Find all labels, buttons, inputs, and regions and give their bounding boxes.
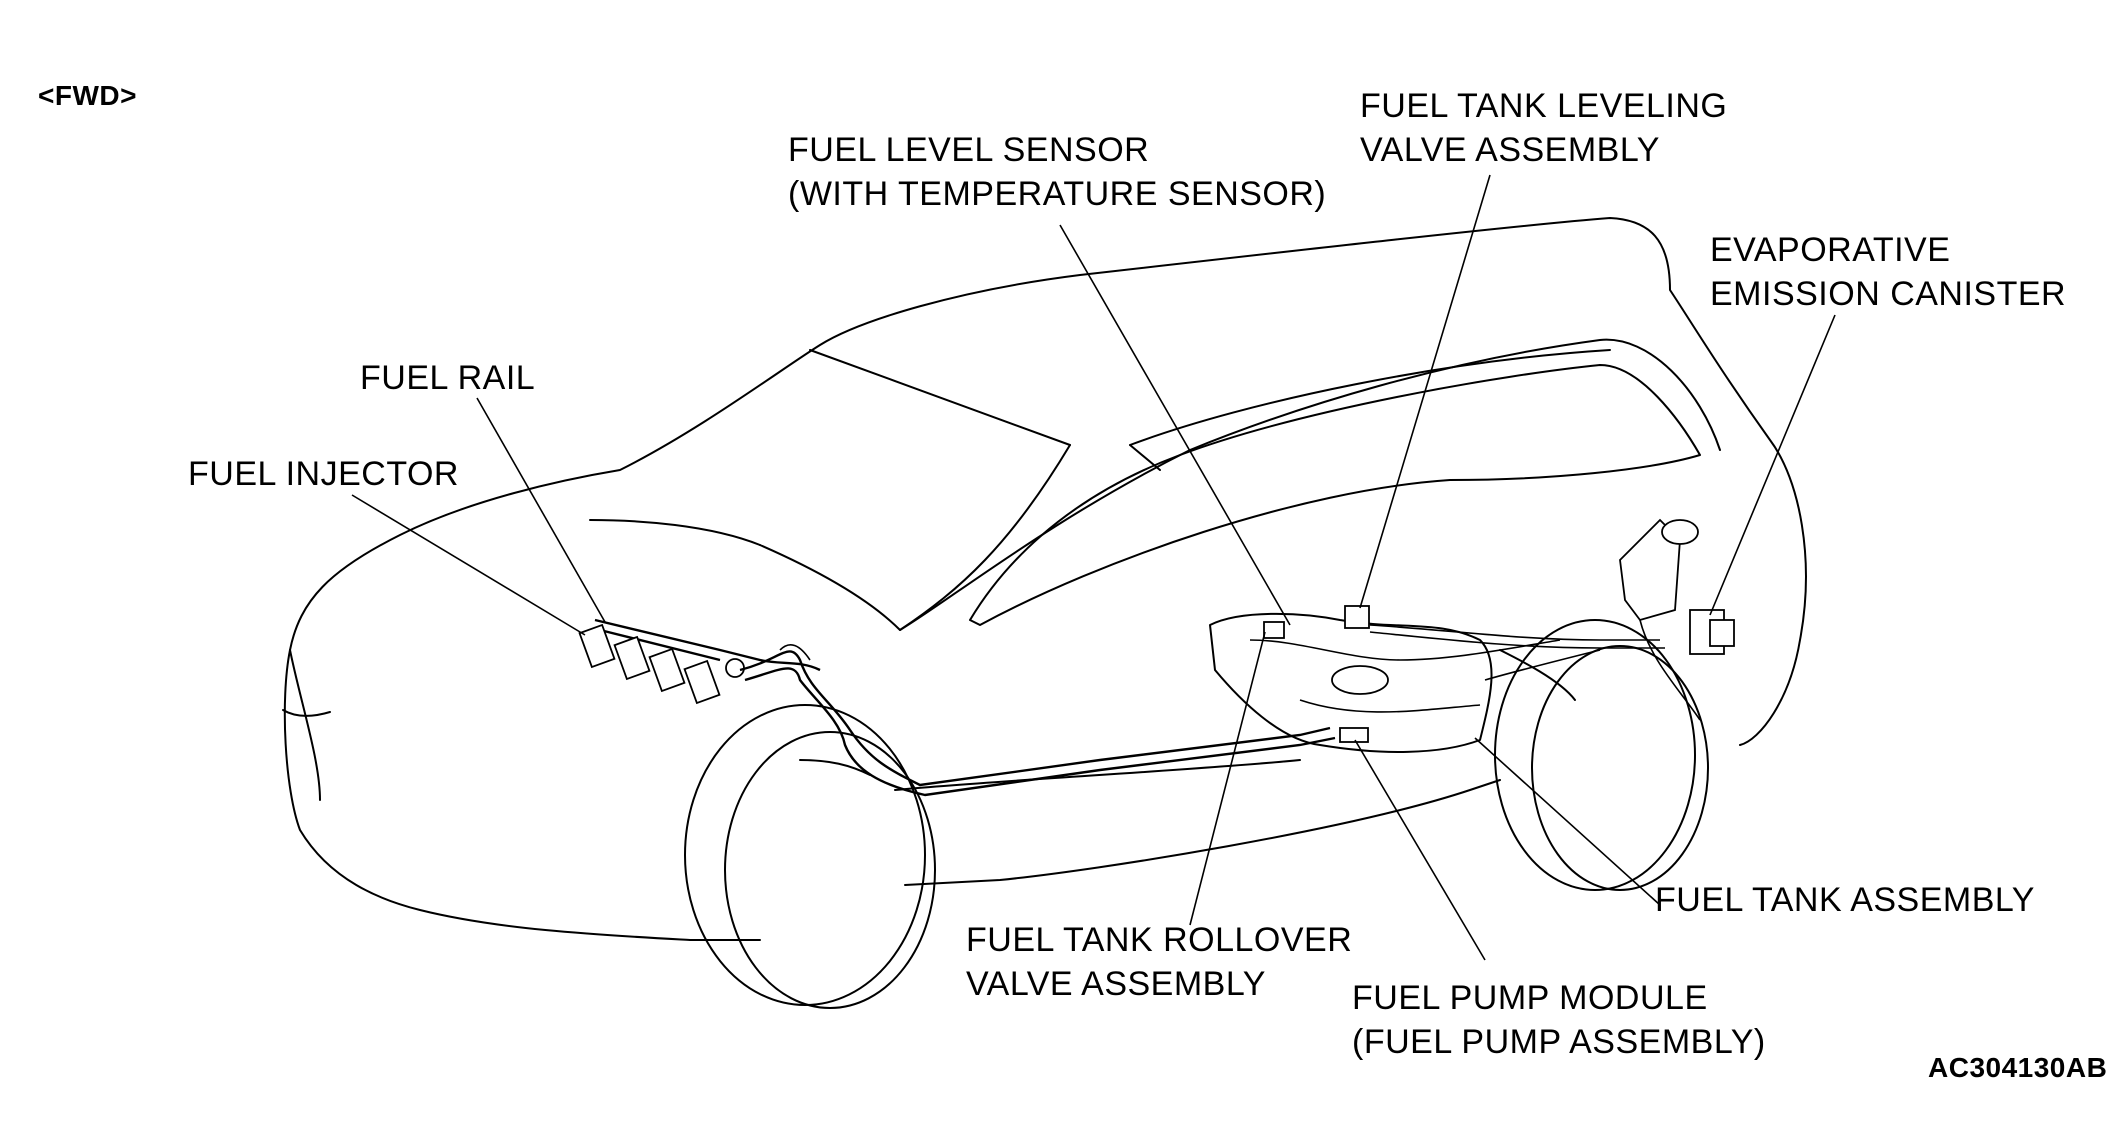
figure-code: AC304130AB (1928, 1052, 2108, 1083)
variant-header: <FWD> (38, 80, 137, 111)
leader-fuel-level-sensor (1059, 224, 1291, 626)
leader-rollover-valve (1189, 631, 1266, 926)
label-fuel-level-sensor: FUEL LEVEL SENSOR (WITH TEMPERATURE SENS… (788, 128, 1326, 216)
label-fuel-pump-line1: FUEL PUMP MODULE (1352, 979, 1708, 1017)
label-fuel-rail: FUEL RAIL (360, 359, 536, 397)
leader-lines (351, 174, 1836, 961)
label-canister-line2: EMISSION CANISTER (1710, 275, 2067, 313)
leader-fuel-tank-assembly (1474, 737, 1661, 906)
label-fuel-injector: FUEL INJECTOR (188, 455, 459, 493)
leader-fuel-injector (351, 494, 586, 636)
label-leveling-valve-line1: FUEL TANK LEVELING (1360, 87, 1728, 125)
leader-fuel-rail (476, 397, 606, 623)
label-fuel-tank-rollover-valve: FUEL TANK ROLLOVER VALVE ASSEMBLY (966, 918, 1352, 1006)
label-fuel-tank-leveling-valve: FUEL TANK LEVELING VALVE ASSEMBLY (1360, 84, 1727, 172)
label-canister-line1: EVAPORATIVE (1710, 231, 1951, 269)
label-fuel-pump-line2: (FUEL PUMP ASSEMBLY) (1352, 1023, 1766, 1061)
label-rollover-valve-line2: VALVE ASSEMBLY (966, 965, 1266, 1003)
leader-canister (1709, 314, 1836, 616)
fuel-line (739, 644, 1336, 797)
label-fuel-pump-module: FUEL PUMP MODULE (FUEL PUMP ASSEMBLY) (1352, 976, 1766, 1064)
front-wheel (684, 704, 936, 1009)
leader-fuel-pump-module (1354, 739, 1486, 961)
label-fuel-level-sensor-line1: FUEL LEVEL SENSOR (788, 131, 1150, 169)
label-evaporative-canister: EVAPORATIVE EMISSION CANISTER (1710, 228, 2066, 316)
canister-area (1619, 518, 1735, 721)
label-fuel-level-sensor-line2: (WITH TEMPERATURE SENSOR) (788, 175, 1327, 213)
car-body-outline (282, 217, 1807, 941)
rear-wheel (1494, 619, 1709, 891)
leader-leveling-valve (1359, 174, 1491, 609)
label-fuel-tank-assembly: FUEL TANK ASSEMBLY (1655, 881, 2035, 919)
fuel-tank-area (1209, 605, 1665, 753)
fuel-rail-and-injectors (578, 618, 821, 705)
label-leveling-valve-line2: VALVE ASSEMBLY (1360, 131, 1660, 169)
label-rollover-valve-line1: FUEL TANK ROLLOVER (966, 921, 1353, 959)
